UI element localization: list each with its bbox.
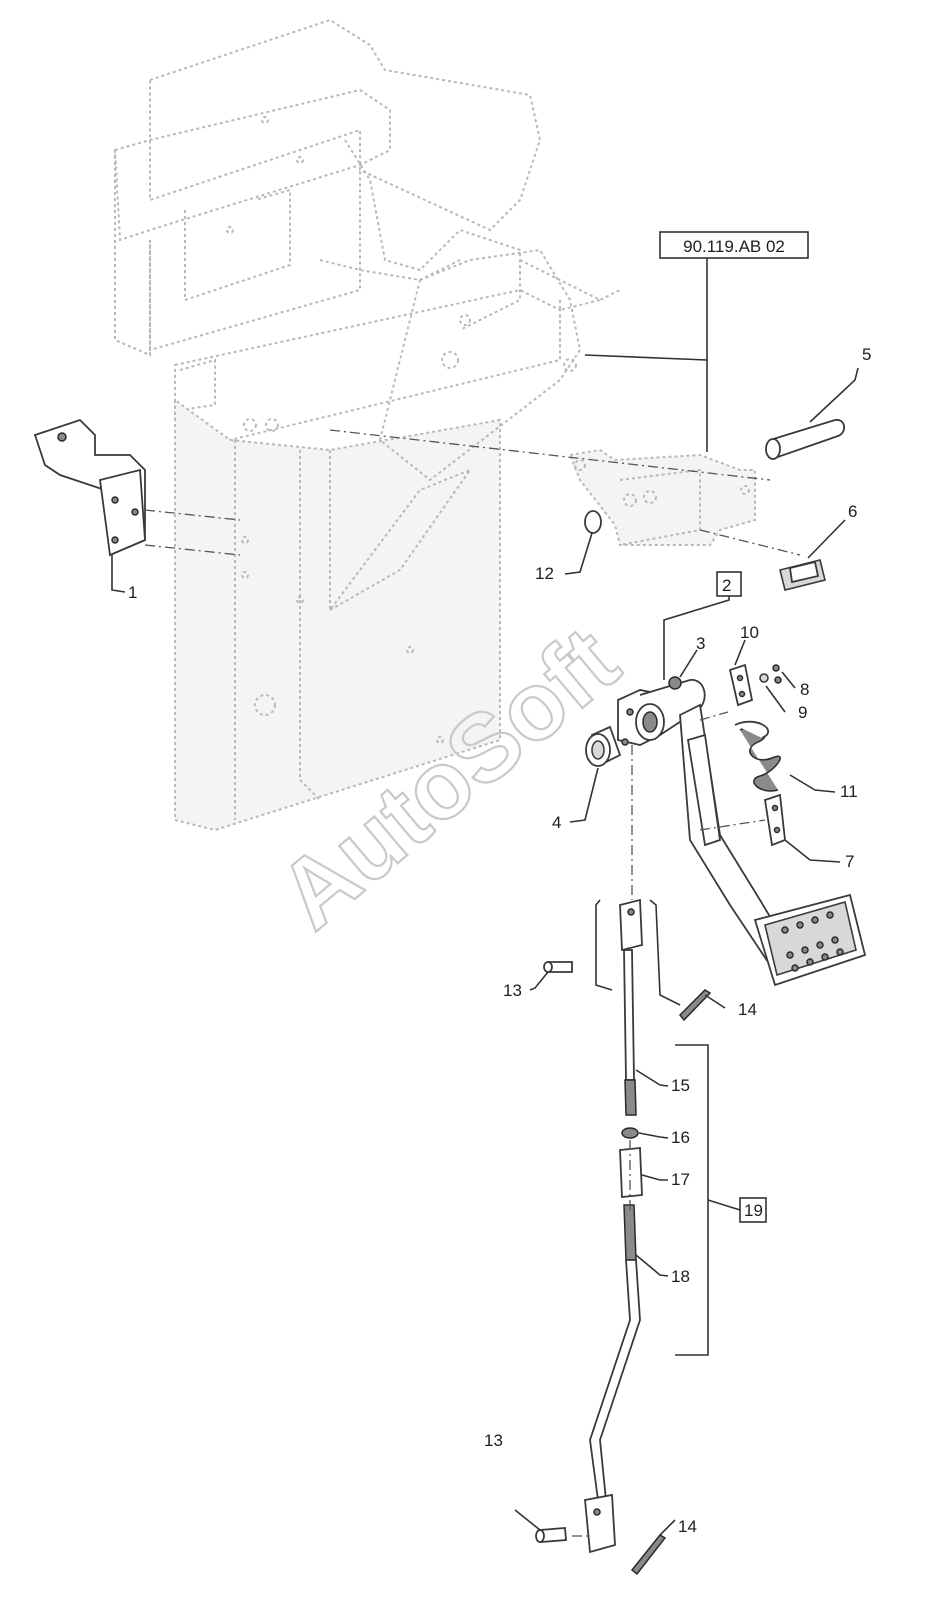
reference-leader-branch xyxy=(584,354,708,361)
callout-2: 2 xyxy=(722,576,731,595)
part-1-bracket xyxy=(33,418,241,593)
callout-18: 18 xyxy=(671,1267,690,1286)
callout-labels: 1 2 3 4 5 6 7 8 9 10 11 12 13 13 14 14 1… xyxy=(128,345,871,1536)
part-2-group xyxy=(663,571,742,680)
callout-5: 5 xyxy=(862,345,871,364)
callout-8: 8 xyxy=(800,680,809,699)
callout-13-lower: 13 xyxy=(484,1431,503,1450)
ghost-frame-structure xyxy=(113,18,621,832)
part-11-spring xyxy=(734,720,836,793)
callout-19: 19 xyxy=(744,1201,763,1220)
part-7-anchor xyxy=(699,793,841,863)
callout-13-upper: 13 xyxy=(503,981,522,1000)
callout-11: 11 xyxy=(840,782,858,801)
part-19-box xyxy=(739,1197,767,1223)
part-2-box xyxy=(716,571,742,597)
rod-assembly xyxy=(514,898,767,1576)
callout-14-upper: 14 xyxy=(738,1000,757,1019)
pivot-housing xyxy=(329,429,801,556)
reference-code-label: 90.119.AB 02 xyxy=(683,237,785,256)
pedal-grip-dots xyxy=(781,911,844,972)
reference-group: 90.119.AB 02 xyxy=(584,231,809,452)
callout-15: 15 xyxy=(671,1076,690,1095)
reference-code-box xyxy=(659,231,809,259)
callout-14-lower: 14 xyxy=(678,1517,697,1536)
part-5-sleeve xyxy=(765,367,859,460)
callout-1: 1 xyxy=(128,583,137,602)
callout-9: 9 xyxy=(798,703,807,722)
part-6-pad xyxy=(779,519,846,591)
callout-7: 7 xyxy=(845,852,854,871)
callout-4: 4 xyxy=(552,813,561,832)
spring-bracket-parts xyxy=(699,639,796,721)
pedal-assembly xyxy=(569,649,867,987)
callout-16: 16 xyxy=(671,1128,690,1147)
callout-12: 12 xyxy=(535,564,554,583)
callout-17: 17 xyxy=(671,1170,690,1189)
callout-3: 3 xyxy=(696,634,705,653)
callout-10: 10 xyxy=(740,623,759,642)
part-12-washer xyxy=(564,510,602,575)
callout-6: 6 xyxy=(848,502,857,521)
